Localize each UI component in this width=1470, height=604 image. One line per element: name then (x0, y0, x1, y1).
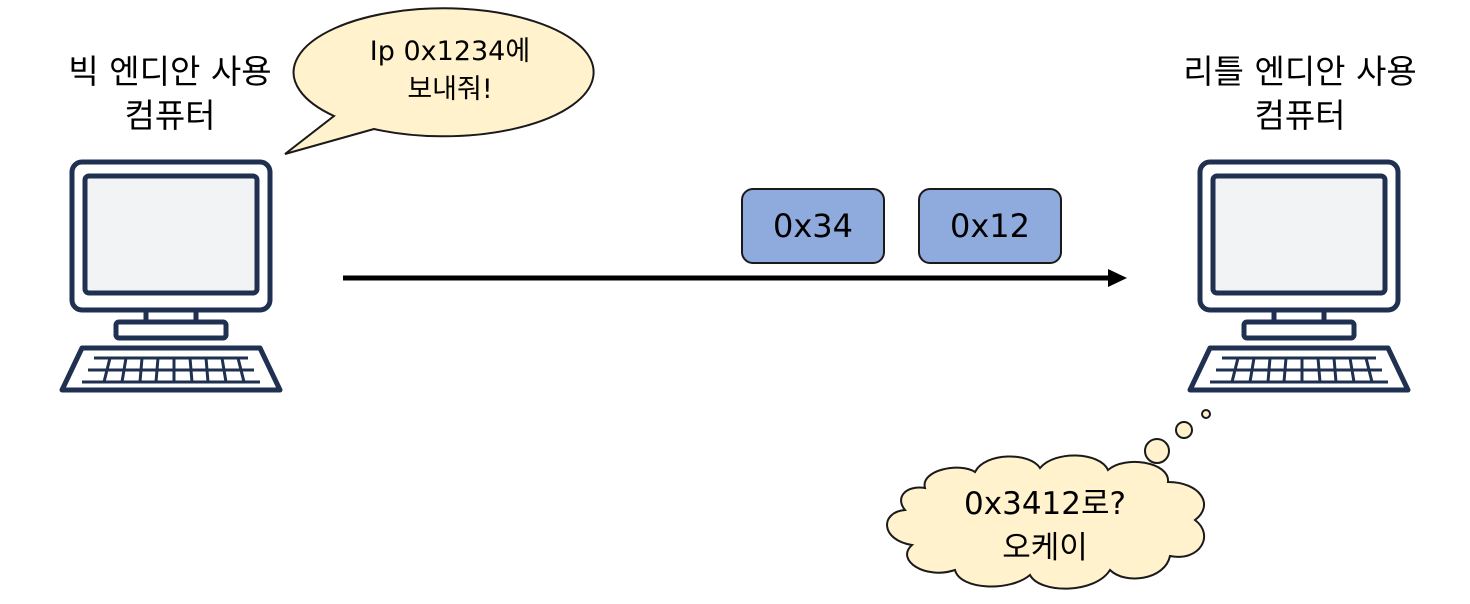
left-computer-icon (59, 159, 283, 393)
thought-line2: 오케이 (1002, 530, 1088, 566)
packet-label: 0x12 (949, 207, 1030, 245)
packet-box: 0x12 (918, 188, 1062, 264)
thought-bubble (886, 409, 1211, 590)
left-label-line2: 컴퓨터 (124, 96, 216, 135)
speech-bubble (284, 7, 595, 155)
thought-line1: 0x3412로? (964, 486, 1126, 522)
left-label-line1: 빅 엔디안 사용 (68, 52, 272, 91)
right-label-line2: 컴퓨터 (1254, 96, 1346, 135)
left-computer-label: 빅 엔디안 사용 컴퓨터 (40, 50, 300, 138)
speech-line1: Ip 0x1234에 (369, 36, 531, 67)
right-computer-icon (1187, 159, 1411, 393)
packet-box: 0x34 (741, 188, 885, 264)
packet-label: 0x34 (772, 207, 853, 245)
right-computer-label: 리틀 엔디안 사용 컴퓨터 (1160, 50, 1440, 138)
right-label-line1: 리틀 엔디안 사용 (1183, 52, 1417, 91)
speech-bubble-text: Ip 0x1234에 보내줘! (330, 33, 570, 109)
transmission-arrow (343, 269, 1127, 287)
thought-bubble-text: 0x3412로? 오케이 (905, 482, 1185, 570)
speech-line2: 보내줘! (407, 74, 493, 105)
